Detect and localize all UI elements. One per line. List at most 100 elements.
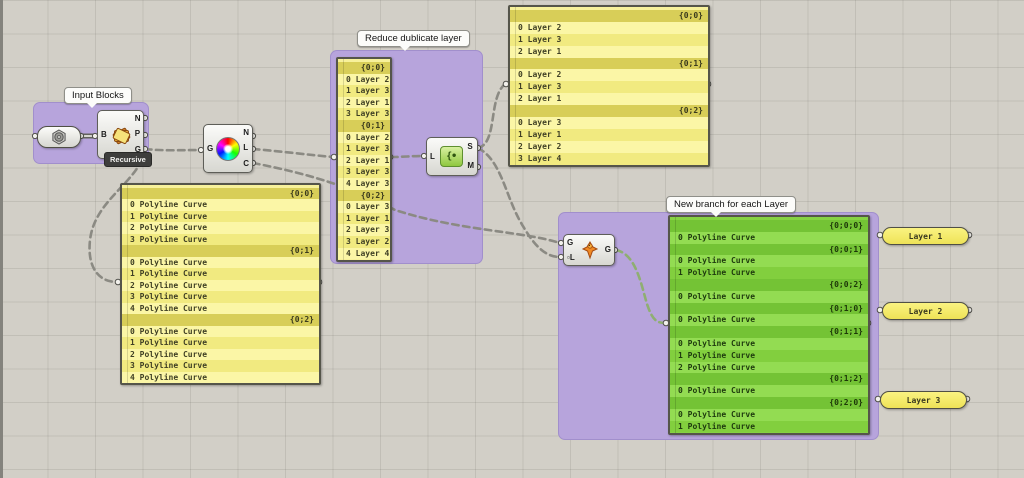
- group-label-new-branch[interactable]: New branch for each Layer: [666, 196, 797, 217]
- panel-row: 0 Layer 3: [510, 117, 708, 129]
- group-label-text: Reduce dublicate layer: [365, 33, 462, 44]
- panel-row: 3 Polyline Curve: [122, 291, 319, 303]
- port-label-g: G: [207, 143, 214, 153]
- panel-row: 2 Layer 2: [510, 140, 708, 153]
- panel-path-header: {0;1;2}: [670, 373, 868, 386]
- panel-path-header: {0;2}: [122, 314, 319, 326]
- canvas-edge: [0, 0, 3, 478]
- branch-by-layer-component[interactable]: G ▫L G: [563, 234, 615, 266]
- group-label-input-blocks[interactable]: Input Blocks: [64, 87, 132, 108]
- label-pointer: [400, 46, 410, 51]
- layer-capsule-text: Layer 1: [908, 231, 943, 241]
- layer-3-panel-capsule[interactable]: Layer 3: [880, 391, 967, 409]
- panel-row: 1 Layer 3: [510, 33, 708, 46]
- panel-row: 0 Polyline Curve: [670, 255, 868, 268]
- panel-row: 1 Polyline Curve: [122, 210, 319, 223]
- panel-row: 0 Layer 2: [510, 21, 708, 34]
- port-label-g: G: [567, 237, 574, 247]
- panel-row: 1 Layer 3: [338, 143, 390, 155]
- block-param-capsule[interactable]: [37, 126, 81, 148]
- layer-1-panel-capsule[interactable]: Layer 1: [882, 227, 969, 245]
- panel-path-header: {0;2;0}: [670, 396, 868, 409]
- panel-row: 3 Layer 2: [338, 235, 390, 248]
- panel-row: 2 Polyline Curve: [122, 222, 319, 234]
- layer-capsule-text: Layer 2: [908, 306, 943, 316]
- panel-path-header: {0;0}: [510, 10, 708, 22]
- panel-row: 0 Polyline Curve: [670, 385, 868, 397]
- panel-row: 3 Polyline Curve: [122, 360, 319, 372]
- port-label-s: S: [467, 142, 473, 152]
- panel-path-header: {0;1;0}: [670, 302, 868, 315]
- port-label-c: C: [243, 159, 250, 169]
- wire-geometry-to-attributes: [143, 147, 202, 152]
- panel-row: 0 Polyline Curve: [122, 199, 319, 211]
- panel-row: 1 Polyline Curve: [122, 337, 319, 349]
- panel-path-header: {0;0}: [122, 188, 319, 200]
- group-label-text: Input Blocks: [72, 90, 124, 101]
- block-icon: [52, 129, 66, 145]
- wire-layer-to-list-panel: [251, 147, 335, 159]
- panel-row: 2 Layer 1: [510, 45, 708, 58]
- port-label-m: M: [467, 160, 474, 170]
- panel-row: 2 Layer 1: [510, 93, 708, 106]
- port-label-g-out: G: [604, 245, 611, 254]
- panel-row: 0 Layer 2: [510, 69, 708, 82]
- panel-row: 0 Layer 3: [338, 201, 390, 213]
- panel-row: 4 Layer 4: [338, 247, 390, 260]
- panel-row: 2 Layer 1: [338, 96, 390, 109]
- panel-row: 3 Layer 4: [510, 152, 708, 165]
- panel-row: 1 Layer 3: [510, 81, 708, 94]
- panel-row: 2 Polyline Curve: [670, 361, 868, 374]
- panel-row: 2 Polyline Curve: [122, 348, 319, 361]
- panel-row: 2 Polyline Curve: [122, 279, 319, 292]
- group-label-reduce[interactable]: Reduce dublicate layer: [357, 30, 470, 51]
- color-wheel-icon: [216, 125, 241, 172]
- panel-row: 1 Polyline Curve: [670, 267, 868, 279]
- panel-row: 1 Polyline Curve: [670, 420, 868, 433]
- panel-row: 1 Layer 1: [510, 128, 708, 141]
- port-label-l: L: [430, 151, 435, 161]
- panel-row: 0 Polyline Curve: [670, 408, 868, 421]
- group-label-text: New branch for each Layer: [674, 199, 789, 210]
- port-label-n: N: [243, 127, 250, 137]
- create-set-icon: [438, 138, 464, 175]
- label-pointer: [87, 103, 97, 108]
- nickname-text: Recursive: [110, 155, 146, 164]
- layer-2-panel-capsule[interactable]: Layer 2: [882, 302, 969, 320]
- port-label-b: B: [101, 129, 107, 139]
- panel-row: 0 Layer 2: [338, 131, 390, 144]
- panel-row: 3 Polyline Curve: [122, 233, 319, 246]
- panel-row: 0 Polyline Curve: [670, 337, 868, 350]
- panel-row: 3 Layer 3: [338, 166, 390, 178]
- panel-row: 0 Polyline Curve: [670, 231, 868, 244]
- panel-row: 0 Polyline Curve: [122, 325, 319, 338]
- panel-row: 0 Polyline Curve: [122, 256, 319, 269]
- panel-row: 3 Layer 3: [338, 108, 390, 120]
- panel-path-header: {0;0;2}: [670, 278, 868, 291]
- panel-row: 1 Polyline Curve: [670, 349, 868, 362]
- panel-path-header: {0;2}: [510, 105, 708, 118]
- panel-row: 0 Polyline Curve: [670, 290, 868, 303]
- panel-path-header: {0;0}: [338, 62, 390, 74]
- create-set-component[interactable]: L S M: [426, 137, 478, 176]
- port-label-n: N: [134, 113, 141, 123]
- panel-path-header: {0;1}: [338, 119, 390, 132]
- panel-path-header: {0;1;1}: [670, 326, 868, 338]
- panel-row: 1 Polyline Curve: [122, 268, 319, 280]
- panel-row: 2 Layer 1: [338, 154, 390, 167]
- panel-row: 1 Layer 1: [338, 212, 390, 225]
- panel-path-header: {0;0;1}: [670, 243, 868, 256]
- panel-path-header: {0;1}: [122, 245, 319, 257]
- explode-block-nickname-tag[interactable]: Recursive: [104, 152, 152, 167]
- panel-row: 4 Layer 3: [338, 177, 390, 190]
- object-attributes-component[interactable]: G N L C: [203, 124, 253, 173]
- panel-row: 0 Polyline Curve: [670, 314, 868, 327]
- panel-layer-branches[interactable]: {0;0;0}0 Polyline Curve{0;0;1}0 Polyline…: [668, 215, 870, 435]
- layer-capsule-text: Layer 3: [906, 395, 941, 405]
- panel-path-header: {0;2}: [338, 189, 390, 202]
- explode-block-icon: [110, 111, 132, 158]
